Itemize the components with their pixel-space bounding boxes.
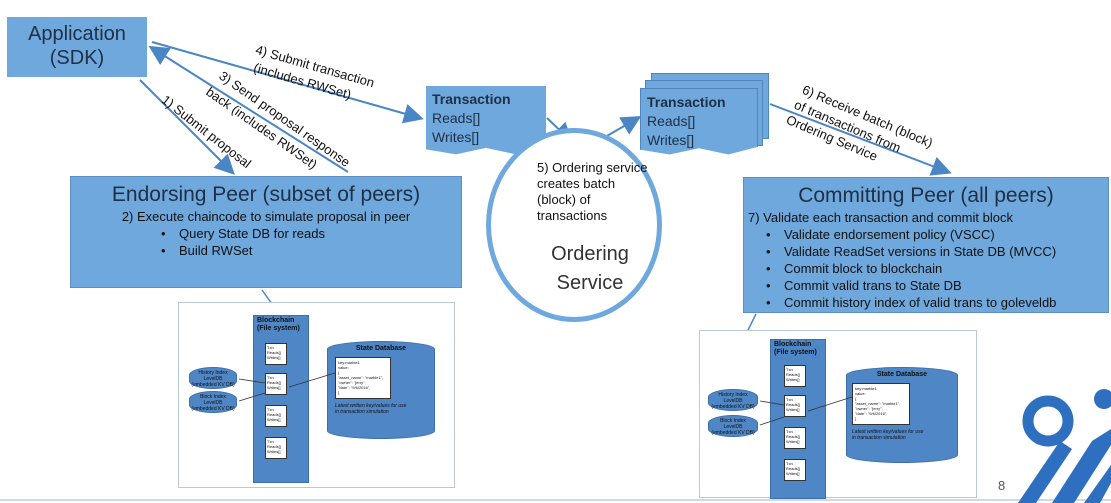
- endorsing-peer-title: Endorsing Peer (subset of peers): [111, 183, 421, 206]
- ordering-title-line: Service: [556, 272, 624, 294]
- committing-step: 7) Validate each transaction and commit …: [748, 210, 1013, 225]
- transaction-right: Transaction Reads[] Writes[]: [640, 88, 758, 155]
- history-index-db: [708, 389, 758, 411]
- committing-bullets: Validate endorsement policy (VSCC) Valid…: [766, 226, 1108, 311]
- arch-left-lines: [238, 372, 336, 402]
- ordering-step-line: (block) of: [537, 192, 591, 207]
- bullet-item: Commit block to blockchain: [766, 260, 1108, 277]
- arch-right-lines: [759, 396, 853, 426]
- transaction-writes: Writes[]: [647, 132, 695, 148]
- submit-proposal-arrow: [139, 79, 235, 175]
- bullet-item: Commit valid trans to State DB: [766, 277, 1108, 294]
- proposal-response-arrow: [148, 45, 349, 173]
- transaction-writes: Writes[]: [432, 129, 480, 145]
- receive-batch-arrow: [769, 103, 952, 176]
- application-sdk-box: Application (SDK): [7, 17, 147, 77]
- transaction-reads: Reads[]: [647, 113, 696, 129]
- block-index-db: [189, 391, 237, 413]
- transaction-title: Transaction: [432, 91, 511, 107]
- block-index-db: [708, 415, 758, 437]
- submit-tx-arrow: [151, 41, 424, 124]
- ordering-step-line: transactions: [537, 208, 608, 223]
- bullet-item: Query State DB for reads: [161, 225, 461, 242]
- ordering-service-circle: [486, 128, 662, 322]
- endorsing-bullets: Query State DB for reads Build RWSet: [161, 225, 461, 259]
- application-subtitle: (SDK): [49, 47, 105, 69]
- endorsing-step: 2) Execute chaincode to simulate proposa…: [121, 209, 411, 224]
- ordering-step-line: creates batch: [537, 176, 616, 191]
- ordering-step-text: 5) Ordering service creates batch (block…: [537, 160, 663, 224]
- ordering-service-title: Ordering Service: [520, 240, 660, 298]
- bullet-item: Commit history index of valid trans to g…: [766, 294, 1108, 311]
- history-index-db: [189, 367, 237, 389]
- ordering-step-line: 5) Ordering service: [537, 160, 648, 175]
- transaction-title: Transaction: [647, 94, 726, 110]
- bullet-item: Validate ReadSet versions in State DB (M…: [766, 243, 1108, 260]
- committing-peer-box: Committing Peer (all peers) 7) Validate …: [743, 177, 1109, 313]
- brand-logo-icon: [1018, 389, 1111, 503]
- blockchain-title: Blockchain (File system): [774, 341, 817, 356]
- bullet-item: Validate endorsement policy (VSCC): [766, 226, 1108, 243]
- transaction-reads: Reads[]: [432, 110, 481, 126]
- endorsing-peer-box: Endorsing Peer (subset of peers) 2) Exec…: [70, 176, 462, 288]
- application-title: Application: [28, 23, 126, 45]
- committing-peer-title: Committing Peer (all peers): [798, 184, 1054, 207]
- blockchain-title: Blockchain (File system): [257, 317, 300, 332]
- state-database-title: State Database: [876, 371, 928, 378]
- bullet-item: Build RWSet: [161, 242, 461, 259]
- page-number: 8: [998, 478, 1006, 493]
- state-database-title: State Database: [355, 345, 407, 352]
- ordering-title-line: Ordering: [551, 243, 629, 265]
